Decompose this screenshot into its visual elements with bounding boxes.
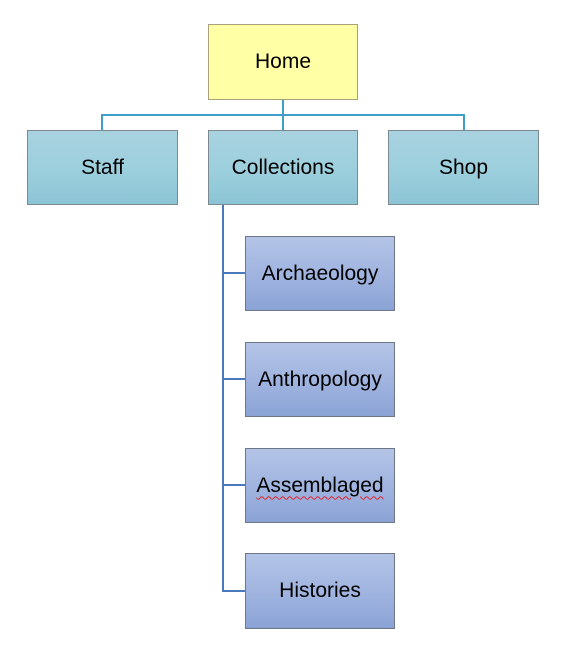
- node-archaeology-label: Archaeology: [261, 261, 379, 285]
- node-home: Home: [208, 24, 358, 100]
- node-assemblaged-label: Assemblaged: [256, 473, 384, 497]
- node-collections: Collections: [208, 130, 358, 205]
- node-staff: Staff: [27, 130, 178, 205]
- node-histories: Histories: [245, 553, 395, 629]
- node-anthropology-label: Anthropology: [258, 367, 382, 391]
- node-shop-label: Shop: [438, 155, 489, 179]
- node-assemblaged: Assemblaged: [245, 448, 395, 523]
- node-anthropology: Anthropology: [245, 342, 395, 417]
- node-home-label: Home: [254, 50, 312, 73]
- node-staff-label: Staff: [81, 155, 124, 179]
- node-shop: Shop: [388, 130, 539, 205]
- node-collections-label: Collections: [231, 155, 335, 179]
- node-histories-label: Histories: [279, 579, 361, 602]
- node-archaeology: Archaeology: [245, 236, 395, 311]
